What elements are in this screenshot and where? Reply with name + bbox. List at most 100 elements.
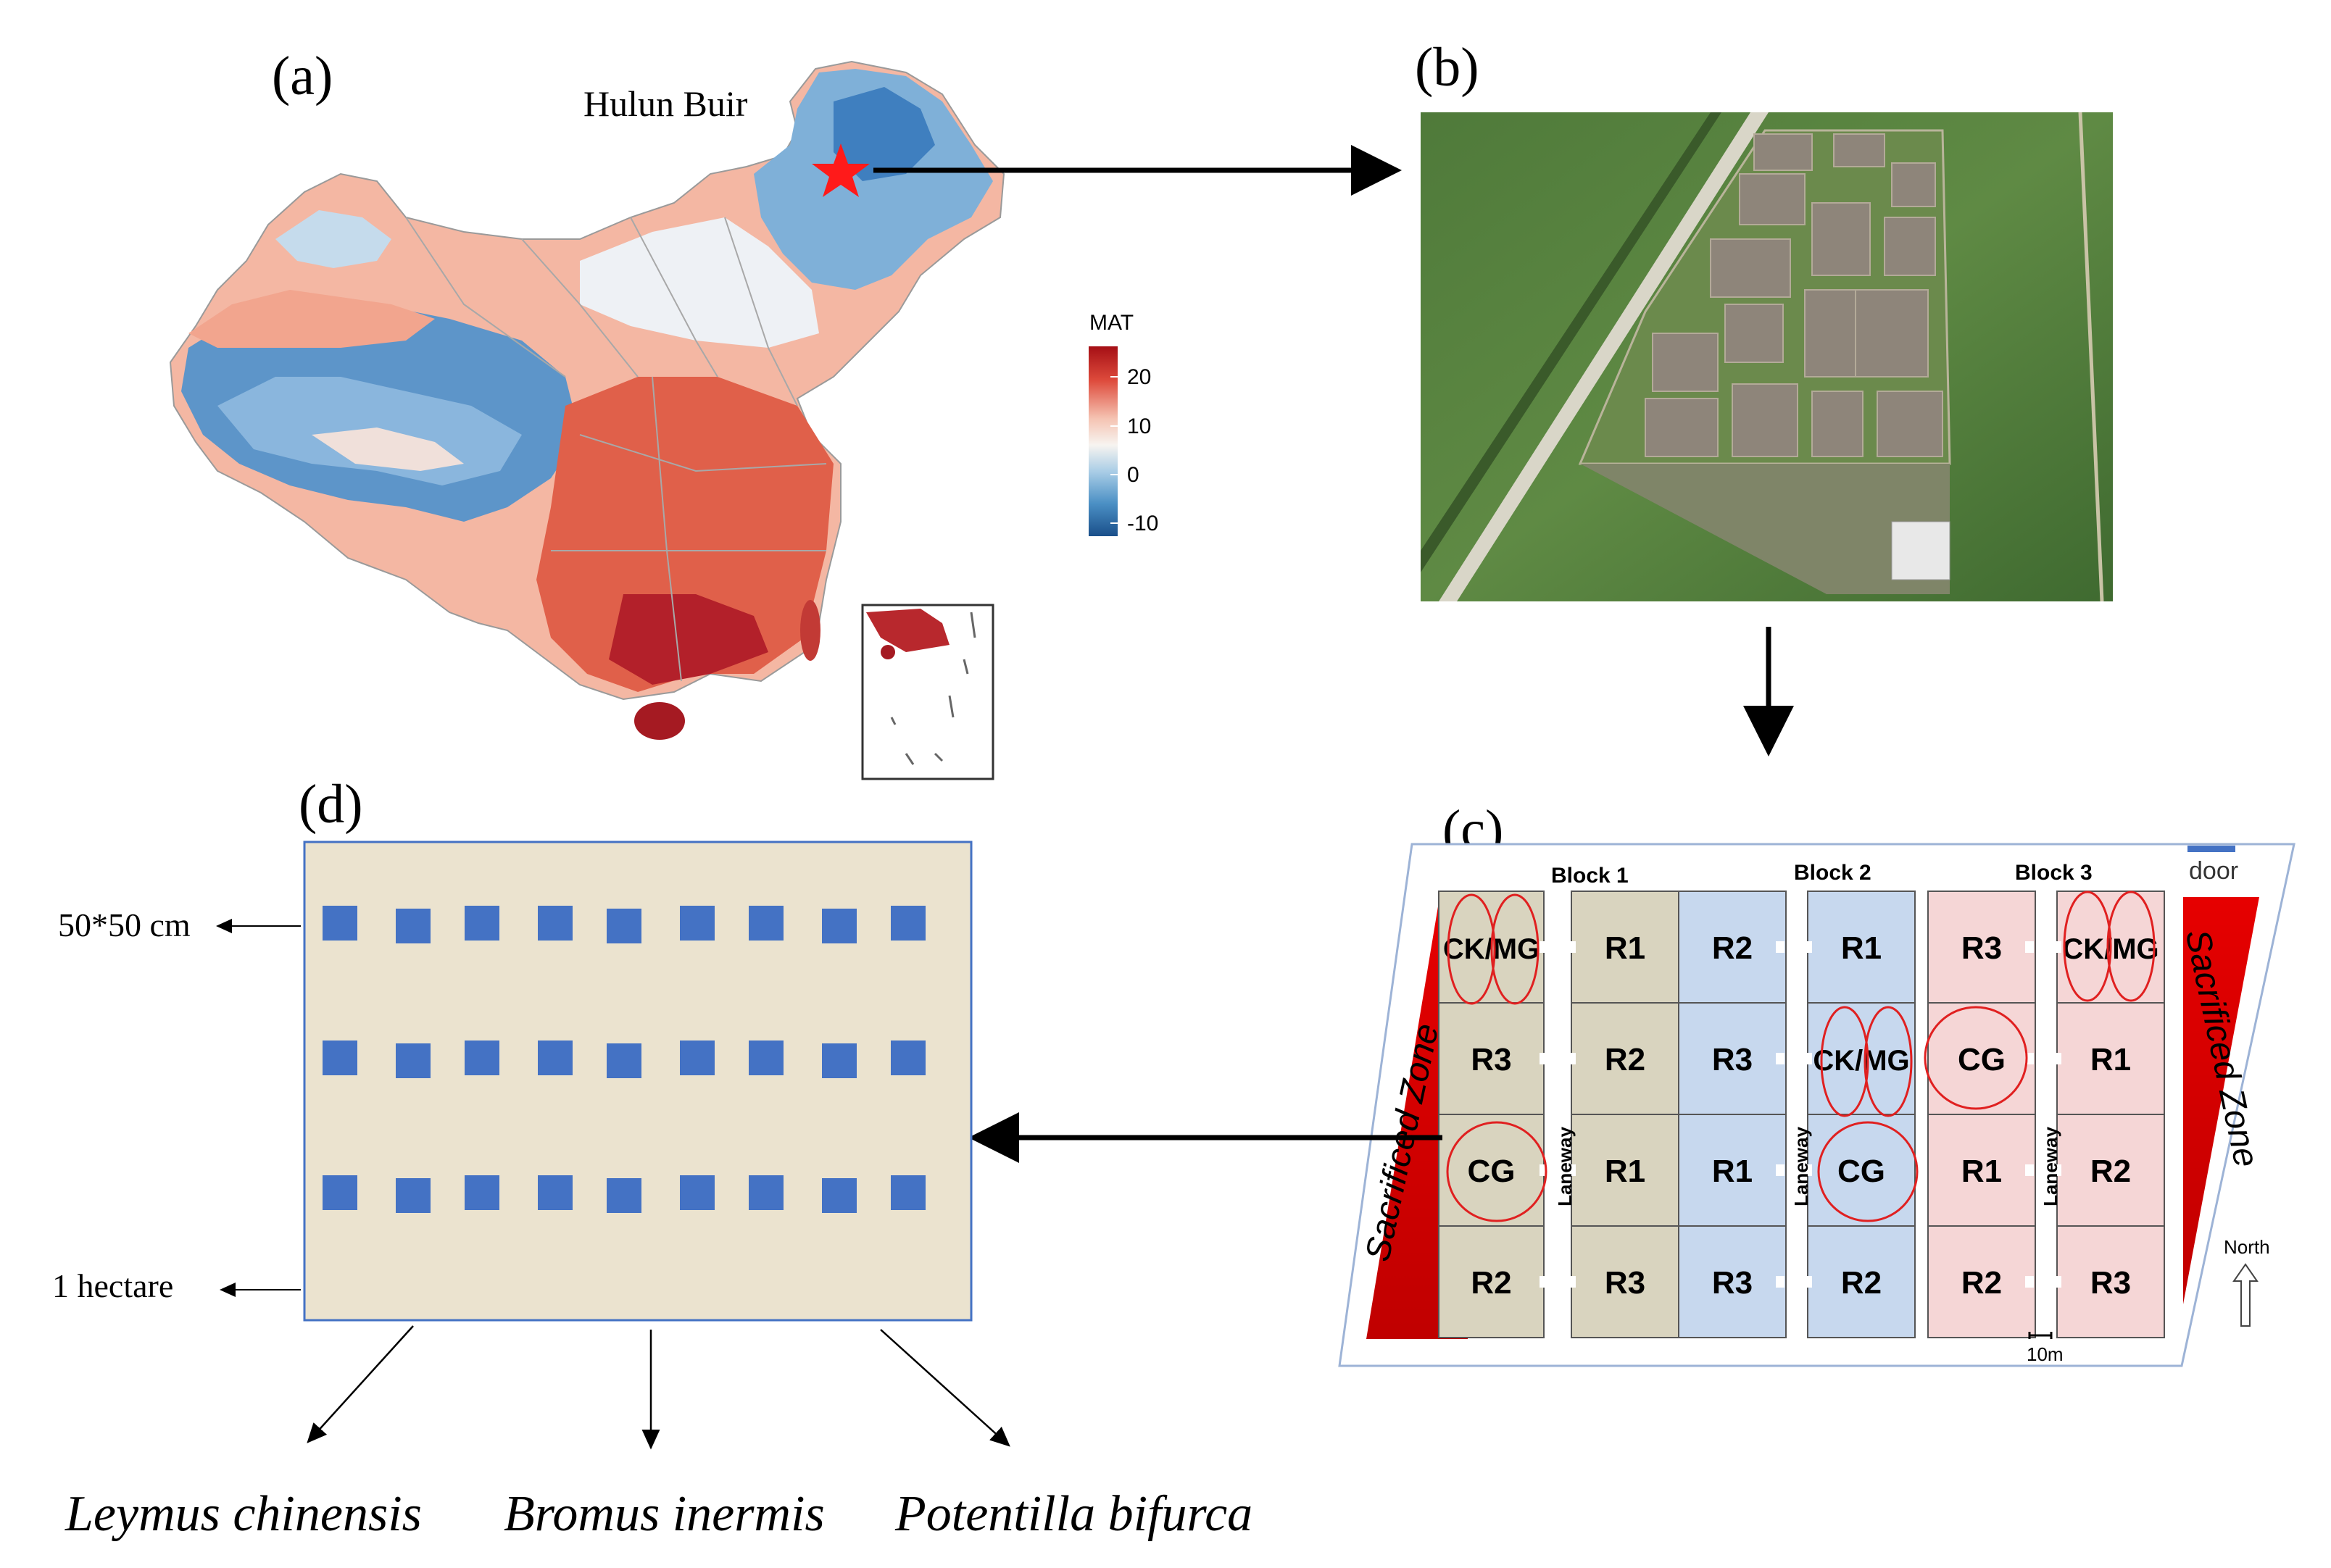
panel-d: (d) 50*50 cm 1 hectare Leymus chinensis … [52, 774, 1252, 1542]
laneway-gap [2053, 1053, 2061, 1064]
plot-cell [1807, 891, 1916, 1004]
circle-ck-b3 [2063, 891, 2112, 1002]
quadrat [465, 1175, 499, 1210]
plot-cell [2056, 1002, 2165, 1115]
plot-cell [1927, 1225, 2036, 1338]
panel-d-label: (d) [299, 774, 363, 835]
area-label: 1 hectare [52, 1267, 173, 1304]
circle-ck-b1 [1447, 893, 1496, 1005]
circle-cg-b2b [1924, 1006, 2028, 1110]
laneway-gap [2025, 941, 2034, 953]
plot-cell [1927, 1114, 2036, 1227]
aerial-station [1891, 521, 1950, 580]
laneway-gap [2053, 1164, 2061, 1176]
panel-a: (a) Hulun Buir [169, 46, 1158, 780]
quadrat-grid [323, 906, 926, 1213]
laneway-gap [1803, 1053, 1812, 1064]
south-hot-region [609, 594, 768, 685]
laneway-gap [2053, 941, 2061, 953]
quadrat [607, 1178, 641, 1213]
plot-cell-label: R3 [1961, 930, 2002, 966]
plot-cell [1571, 1225, 1679, 1338]
laneway-gap [1567, 1053, 1576, 1064]
northeast-coldest [834, 87, 935, 181]
inset-dashes [890, 612, 976, 765]
panel-c: (c) Sacrificed Zone Sacrificed Zone Bloc… [1338, 799, 2295, 1367]
circle-cg-b1 [1446, 1121, 1547, 1222]
laneway-gap [1540, 1276, 1548, 1288]
plot-cell-label: R2 [1712, 930, 1753, 966]
legend-colorbar [1089, 346, 1118, 536]
basin-warm [188, 290, 435, 348]
plot-cell-label: R2 [1471, 1265, 1511, 1301]
hainan-island [634, 702, 685, 740]
plot-cell [1927, 1002, 2036, 1115]
plot-cell [1678, 1114, 1787, 1227]
plot-cell-label: R3 [1471, 1042, 1511, 1077]
central-temperate [580, 217, 819, 348]
quadrat [323, 906, 357, 941]
quadrat [396, 909, 431, 943]
china-map [169, 60, 1005, 740]
quadrat [538, 1175, 573, 1210]
quadrat [822, 1178, 857, 1213]
legend-tick-10: 10 [1127, 414, 1151, 438]
plot-cell-label: R1 [1605, 930, 1645, 966]
plot-cell-label: CK/MG [1813, 1045, 1909, 1077]
plot-cell-label: R3 [2090, 1265, 2131, 1301]
plot-cell [2056, 1225, 2165, 1338]
plot-cell-label: R2 [1961, 1265, 2002, 1301]
quadrat [538, 1041, 573, 1075]
aerial-road [1439, 112, 1769, 601]
province-boundaries [405, 217, 827, 682]
aerial-track [2078, 112, 2104, 602]
inset-island [881, 645, 895, 659]
plot-cell [1571, 1002, 1679, 1115]
laneway-gap [1567, 1276, 1576, 1288]
plot-cell [1927, 891, 2036, 1004]
laneway-gap [1776, 1164, 1784, 1176]
quadrat [538, 906, 573, 941]
laneway-gap [1540, 941, 1548, 953]
door-marker [2187, 846, 2235, 852]
plot-cell [1678, 1002, 1787, 1115]
quadrat [396, 1178, 431, 1213]
laneway-gap [2025, 1276, 2034, 1288]
quadrat [680, 906, 715, 941]
nw-mountains [275, 210, 391, 268]
plot-cell-label: R1 [1841, 930, 1882, 966]
plot-cell-label: CG [1958, 1042, 2006, 1077]
laneway-label-1: Laneway [1554, 1127, 1576, 1206]
quadrat [749, 1041, 784, 1075]
quadrat [323, 1175, 357, 1210]
aerial-canal [1421, 112, 1721, 572]
location-label: Hulun Buir [583, 83, 748, 124]
taiwan-island [800, 600, 820, 661]
laneway-gap [1540, 1053, 1548, 1064]
aerial-sacrificed-zone [1580, 464, 1950, 594]
block-2-label: Block 2 [1794, 861, 1871, 885]
plot-cell-label: R2 [2090, 1154, 2131, 1189]
plot-cell-label: R3 [1712, 1265, 1753, 1301]
plot-cell-label: R1 [1712, 1154, 1753, 1189]
laneway-gap [1803, 1164, 1812, 1176]
scale-bar: 10m [2027, 1332, 2064, 1365]
plot-cell [1678, 1225, 1787, 1338]
plot-cell [1807, 1225, 1916, 1338]
quadrat [891, 1175, 926, 1210]
circle-mg-b1 [1490, 893, 1540, 1005]
plot-cell-label: R1 [1961, 1154, 2002, 1189]
quadrat [465, 906, 499, 941]
laneway-gap [2025, 1164, 2034, 1176]
sacrificed-zone-right [2183, 897, 2259, 1304]
plot-cell-label: R1 [1605, 1154, 1645, 1189]
legend-tick-20: 20 [1127, 365, 1151, 389]
species-label-1: Leymus chinensis [65, 1486, 422, 1542]
door-label: door [2189, 857, 2238, 885]
laneway-gap [1803, 1276, 1812, 1288]
south-china-sea-inset [861, 604, 994, 780]
legend-tick-0: 0 [1127, 463, 1139, 487]
legend-tick-minus-10: -10 [1127, 512, 1158, 535]
laneway-label-2: Laneway [1790, 1127, 1812, 1206]
